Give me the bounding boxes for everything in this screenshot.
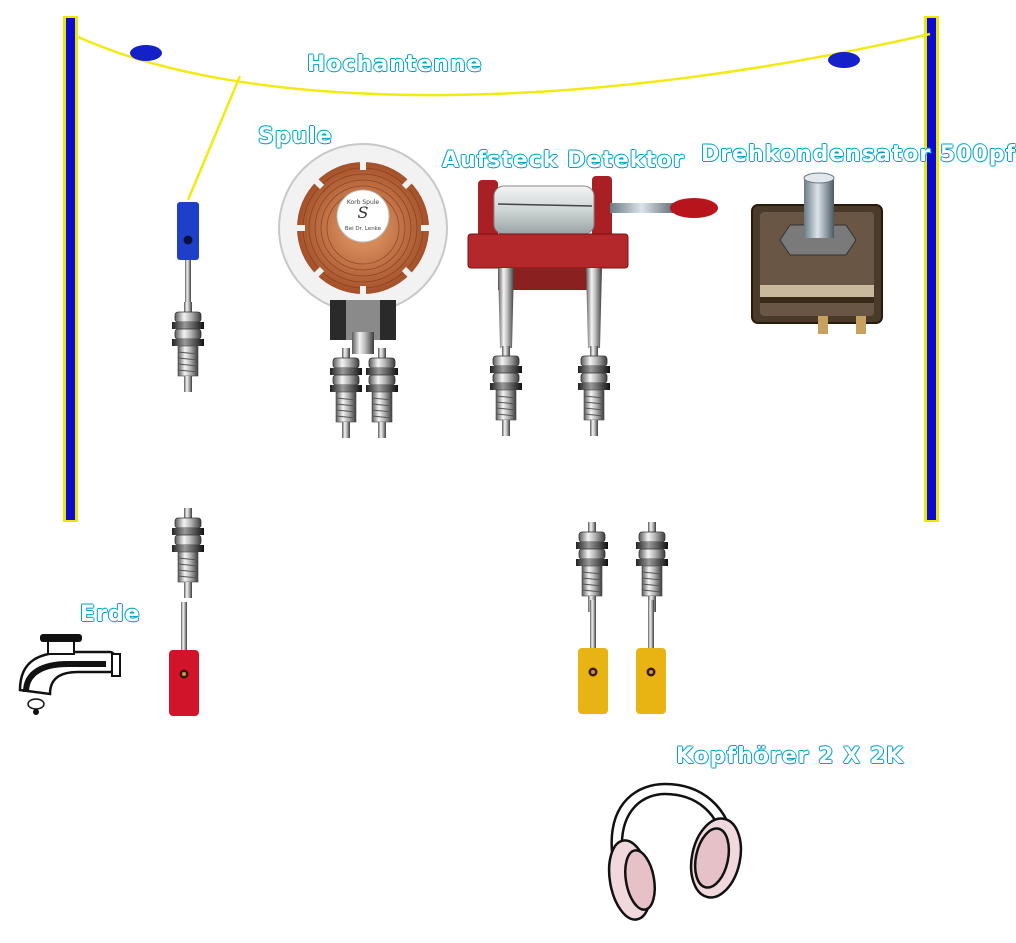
insulator-right <box>828 52 860 68</box>
insulator-left <box>130 45 162 61</box>
coil-brand-text: Korb Spule <box>347 199 380 206</box>
headphone-yellow-plug-right <box>636 600 666 714</box>
headphones-icon <box>607 782 743 921</box>
variable-capacitor <box>751 172 883 334</box>
right-mast <box>924 16 939 522</box>
detector-knob <box>670 198 718 218</box>
coil-logo: S <box>358 203 369 222</box>
antenna-terminal <box>171 301 205 393</box>
left-mast <box>63 16 78 522</box>
earth-label: Erde <box>80 602 141 627</box>
plug-in-detector <box>467 176 718 348</box>
coil-label: Spule <box>258 124 333 149</box>
water-tap-icon <box>18 634 121 715</box>
headphone-yellow-plug-left <box>578 600 608 714</box>
coil-maker-text: Bei Dr. Lenke <box>345 226 382 232</box>
antenna-label: Hochantenne <box>307 52 483 77</box>
earth-red-plug <box>169 602 199 716</box>
spider-coil: Korb Spule S Bei Dr. Lenke <box>278 143 448 354</box>
headphone-terminal-right <box>635 521 669 613</box>
detector-terminal-right <box>577 345 611 437</box>
antenna-lead-in <box>186 75 242 201</box>
earth-terminal <box>171 507 205 599</box>
antenna-blue-plug <box>177 202 199 304</box>
capacitor-label: Drehkondensator 500pf <box>701 142 1016 167</box>
headphones-label: Kopfhörer 2 X 2K <box>676 744 905 769</box>
detector-label: Aufsteck Detektor <box>442 148 685 173</box>
antenna-wire <box>75 32 931 97</box>
coil-terminal-left <box>329 347 363 439</box>
coil-terminal-right <box>365 347 399 439</box>
detector-terminal-left <box>489 345 523 437</box>
headphone-terminal-left <box>575 521 609 613</box>
